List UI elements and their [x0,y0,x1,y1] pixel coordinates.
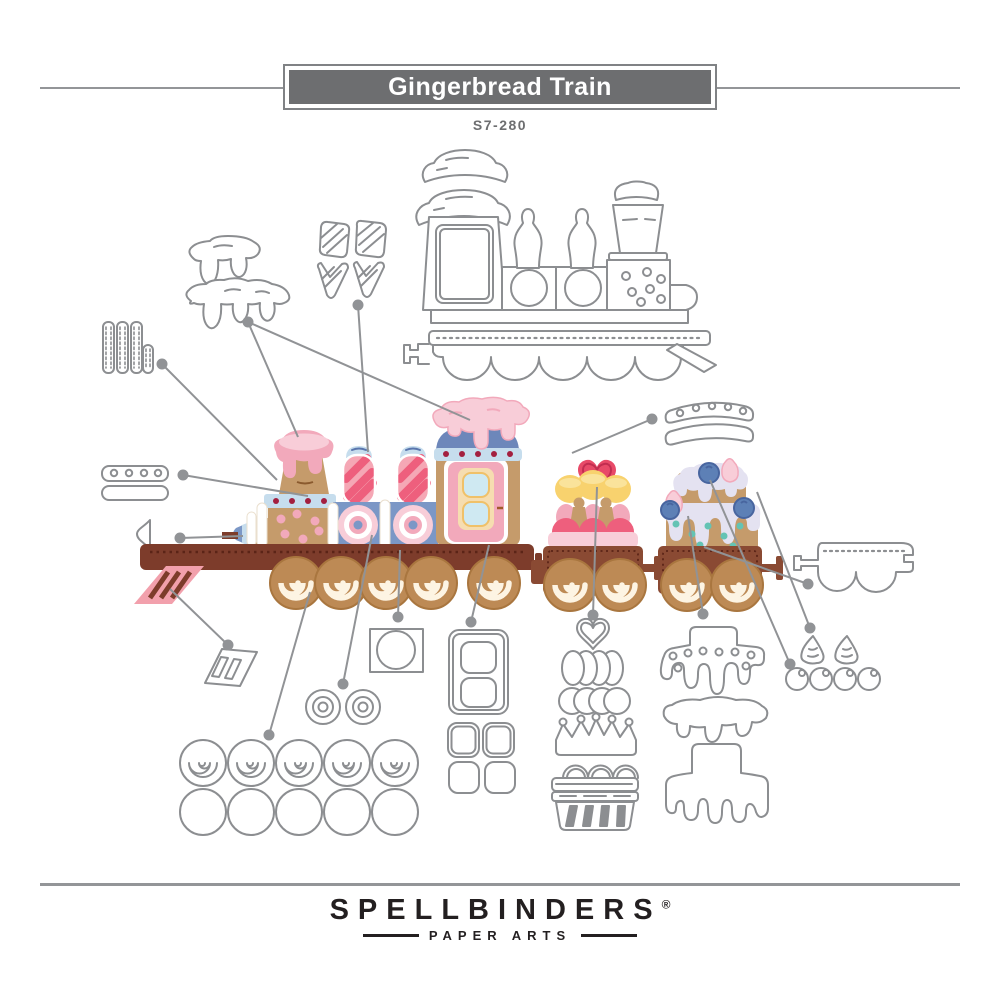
sprinkle-stick-dies [102,321,154,374]
trim-strip-die [101,485,169,501]
macaron-dies [561,650,624,686]
registered-mark: ® [661,897,671,912]
tiered-cake-die [665,743,769,824]
page-title: Gingerbread Train [289,70,711,104]
tagline-left-rule [362,934,419,937]
icing-drip-large-die [185,277,291,330]
engine-outline-die [403,149,717,381]
candy-stripe-dies [316,219,387,299]
window-pane-dies [447,722,516,794]
candy-car [531,459,661,611]
title-box: Gingerbread Train [283,64,717,110]
cinnamon-roll-wheel-dies [179,739,419,787]
product-code: S7-280 [472,117,528,133]
wheel-circle-dies [179,788,419,836]
cab-door-die [448,629,509,715]
heart-die [576,617,610,650]
basket-die [551,791,639,831]
icing-drip-small-die [188,235,261,286]
colored-train-illustration [134,396,783,611]
peppermint-circle-dies [305,689,381,725]
tagline-right-rule [581,934,638,937]
trim-strip-with-holes-die [101,465,169,482]
brand-name: SPELLBINDERS [329,894,662,926]
brand-logo: SPELLBINDERS® [0,894,1000,927]
banner-with-holes-die [664,401,755,424]
square-window-die [369,628,424,673]
berry-dies [785,667,881,691]
cookie-circle-dies [558,687,631,715]
brand-tagline-row: PAPER ARTS [0,928,1000,943]
bottom-rule [40,883,960,886]
cowcatcher-die [204,648,258,687]
brand-tagline: PAPER ARTS [428,928,572,943]
icing-drip-die [662,696,769,743]
banner-die [664,423,755,446]
muffin-tray-die [551,764,639,792]
leader-lines [156,299,816,741]
train-engine [134,396,542,609]
meringue-dies [800,635,859,665]
tender-car-die [793,542,914,593]
crown-cookie-die [555,712,637,756]
cake-icing-die [659,626,766,695]
cake-car [658,458,783,611]
